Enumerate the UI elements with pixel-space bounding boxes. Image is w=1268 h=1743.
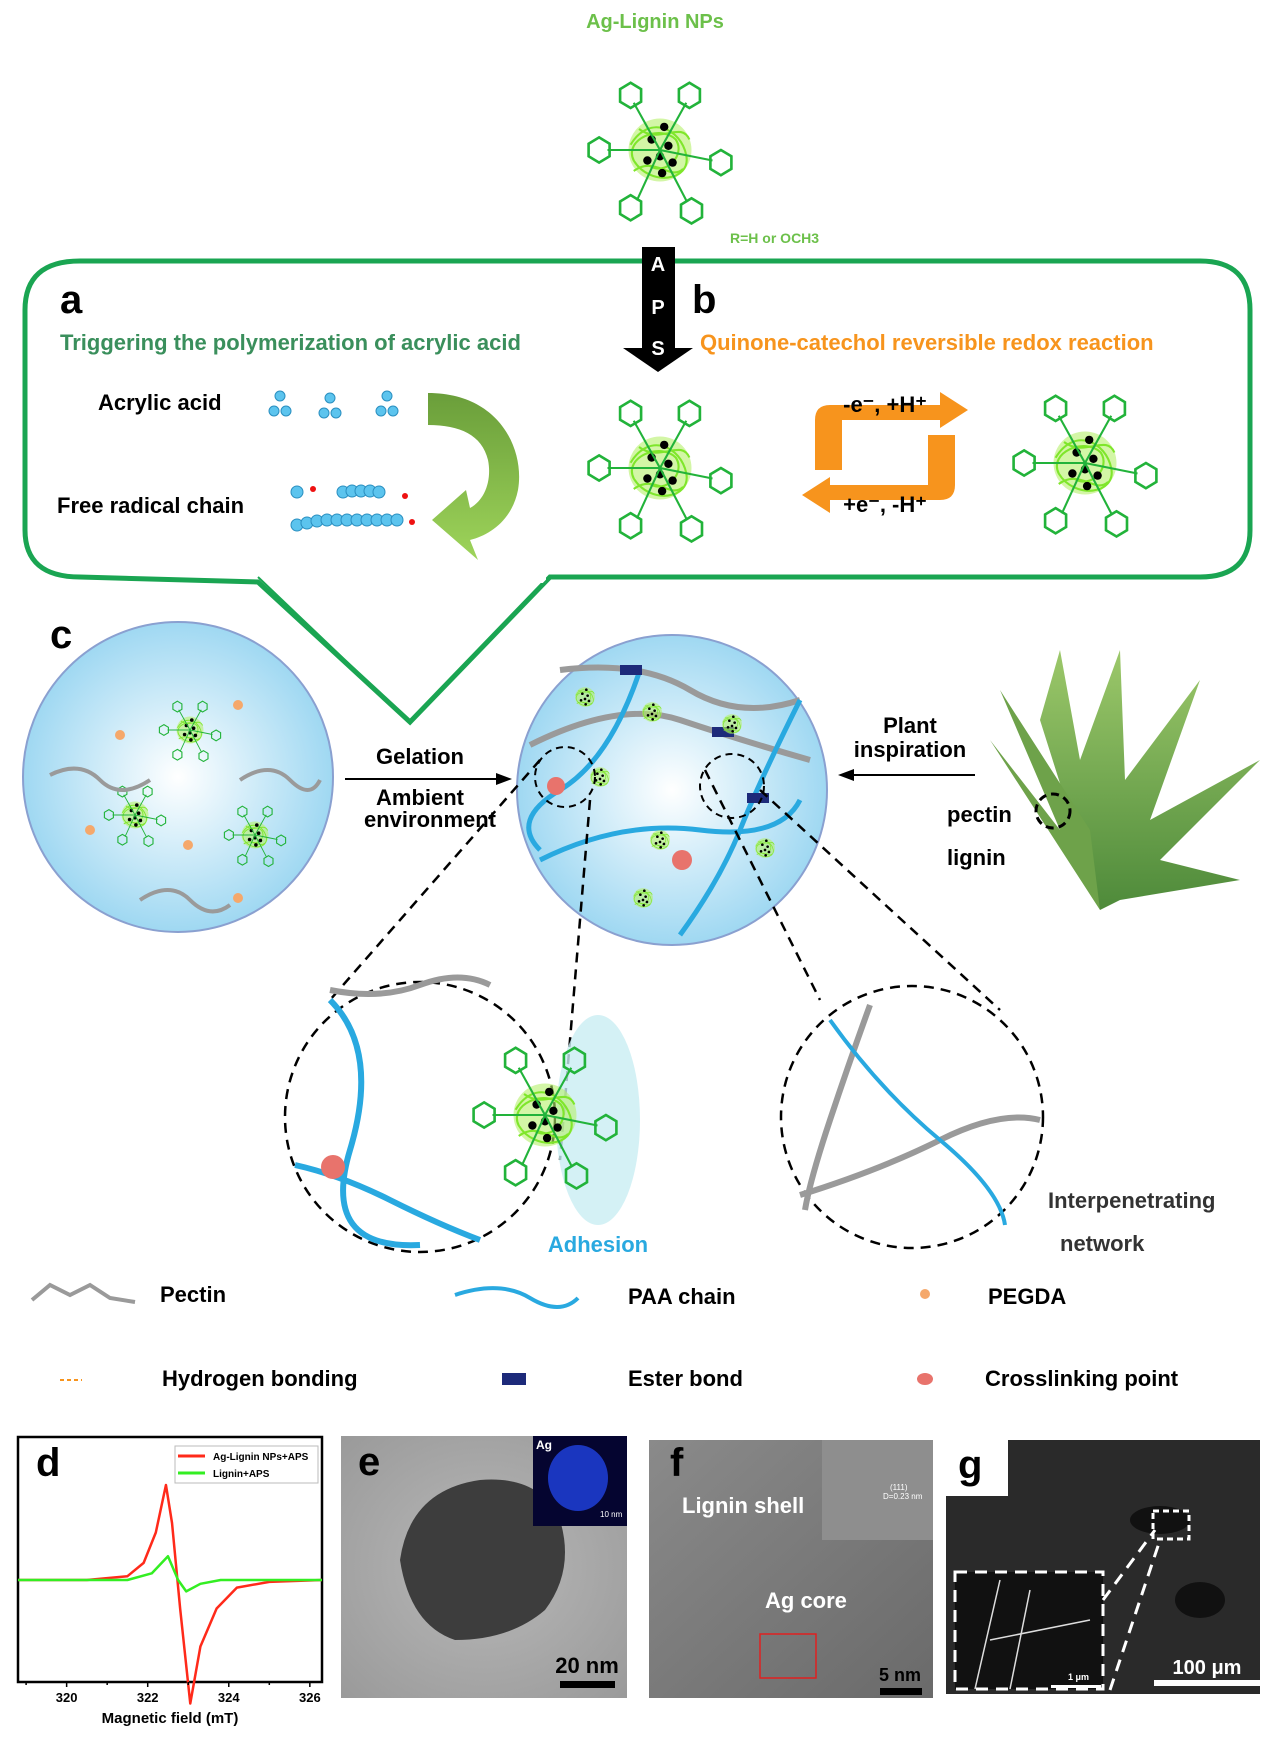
ipn-label-2: network <box>1060 1231 1145 1256</box>
adhesion-label: Adhesion <box>548 1232 648 1257</box>
reverse-reaction-label: +e⁻, -H⁺ <box>843 492 927 517</box>
pectin-symbol <box>30 1282 136 1304</box>
catechol-np <box>1014 396 1157 537</box>
series-line-0 <box>18 1483 323 1705</box>
x-tick-label: 322 <box>137 1690 159 1705</box>
x-axis-label: Magnetic field (mT) <box>102 1710 239 1727</box>
svg-text:Ambient: Ambient <box>376 785 465 810</box>
chart-legend: Ag-Lignin NPs+APS Lignin+APS <box>174 1445 319 1484</box>
svg-text:S: S <box>651 338 664 360</box>
aps-arrow: A P S <box>623 247 693 372</box>
svg-text:5 nm: 5 nm <box>879 1665 921 1685</box>
radical-chains <box>290 484 415 532</box>
series-line-1 <box>18 1555 322 1593</box>
legend-label-red: Ag-Lignin NPs+APS <box>213 1452 309 1463</box>
svg-text:Crosslinking point: Crosslinking point <box>985 1366 1179 1391</box>
svg-text:environment: environment <box>364 807 497 832</box>
panel-a-label: a <box>60 278 83 322</box>
svg-text:Lignin shell: Lignin shell <box>682 1493 804 1518</box>
np-title: Ag-Lignin NPs <box>586 11 724 33</box>
legend-label-green: Lignin+APS <box>213 1469 270 1480</box>
svg-text:lignin: lignin <box>947 845 1006 870</box>
svg-text:PEGDA: PEGDA <box>988 1284 1066 1309</box>
gelation-arrow: Gelation Ambient environment <box>345 744 512 832</box>
paa-chain-symbol <box>454 1286 580 1309</box>
precursor-contents <box>49 700 322 914</box>
panel-f-hrtem: f Lignin shell (111) D=0.23 nm Ag core 5… <box>649 1440 933 1698</box>
x-tick-label: 324 <box>218 1690 240 1705</box>
svg-text:100 μm: 100 μm <box>1173 1657 1242 1679</box>
svg-text:P: P <box>651 297 664 319</box>
hydrogel-network <box>526 664 811 937</box>
x-tick-label: 326 <box>299 1690 321 1705</box>
acrylic-acid-monomers <box>268 390 399 419</box>
adhesion-detail <box>294 974 616 1249</box>
svg-text:Pectin: Pectin <box>160 1282 226 1307</box>
ipn-label-1: Interpenetrating <box>1048 1188 1215 1213</box>
svg-text:Plant: Plant <box>883 713 937 738</box>
svg-text:Ag: Ag <box>536 1438 552 1452</box>
epr-chart: d 320 322 324 326 Ag-Lignin NPs+APS Lignin+… <box>16 1435 324 1727</box>
selected-area-box <box>759 1633 817 1679</box>
hydrogel-sphere <box>516 634 828 946</box>
svg-text:PAA chain: PAA chain <box>628 1284 736 1309</box>
panel-d-label: d <box>36 1441 60 1485</box>
panel-g-sem: g 1 μm 100 μm <box>946 1440 1261 1694</box>
svg-text:inspiration: inspiration <box>854 737 966 762</box>
forward-reaction-label: -e⁻, +H⁺ <box>843 392 927 417</box>
panel-b-heading: Quinone-catechol reversible redox reacti… <box>700 330 1154 355</box>
svg-text:pectin: pectin <box>947 802 1012 827</box>
zoom-lines <box>329 759 1001 1161</box>
aloe-photo: pectin lignin <box>947 650 1260 910</box>
r-note: R=H or OCH3 <box>730 230 819 246</box>
plant-inspiration-arrow: Plant inspiration <box>838 713 975 781</box>
svg-text:Ester bond: Ester bond <box>628 1366 743 1391</box>
precursor-sphere <box>22 621 334 933</box>
redox-cycle-arrows: -e⁻, +H⁺ +e⁻, -H⁺ <box>802 392 968 517</box>
free-radical-chain-label: Free radical chain <box>57 493 244 518</box>
panel-b-label: b <box>692 278 716 322</box>
panel-f-label: f <box>670 1441 684 1485</box>
svg-text:D=0.23 nm: D=0.23 nm <box>883 1492 923 1501</box>
ipn-detail <box>799 1003 1041 1226</box>
quinone-np <box>589 401 732 542</box>
panel-e-tem: e Ag 10 nm 20 nm <box>341 1436 627 1698</box>
svg-text:1 μm: 1 μm <box>1068 1672 1089 1682</box>
pegda-symbol <box>920 1289 930 1299</box>
acrylic-acid-label: Acrylic acid <box>98 390 222 415</box>
ag-lignin-np-structure <box>589 83 732 224</box>
svg-text:(111): (111) <box>890 1483 908 1492</box>
lattice-inset <box>822 1440 933 1540</box>
curved-arrow-icon <box>428 393 520 560</box>
scale-bar <box>560 1681 615 1688</box>
x-tick-label: 320 <box>56 1690 78 1705</box>
panel-e-label: e <box>358 1440 380 1484</box>
panel-a-heading: Triggering the polymerization of acrylic… <box>60 330 521 355</box>
svg-text:A: A <box>651 254 665 276</box>
svg-text:Hydrogen bonding: Hydrogen bonding <box>162 1366 358 1391</box>
crosslink-symbol <box>917 1373 933 1385</box>
panel-g-label: g <box>958 1443 982 1487</box>
ester-bond-symbol <box>502 1373 526 1385</box>
scale-bar-label: 20 nm <box>555 1653 619 1678</box>
panel-c-label: c <box>50 613 72 657</box>
svg-text:Gelation: Gelation <box>376 744 464 769</box>
legend: Pectin PAA chain PEGDA Hydrogen bonding … <box>30 1282 1179 1391</box>
svg-text:Ag core: Ag core <box>765 1588 847 1613</box>
svg-text:10 nm: 10 nm <box>600 1510 623 1519</box>
